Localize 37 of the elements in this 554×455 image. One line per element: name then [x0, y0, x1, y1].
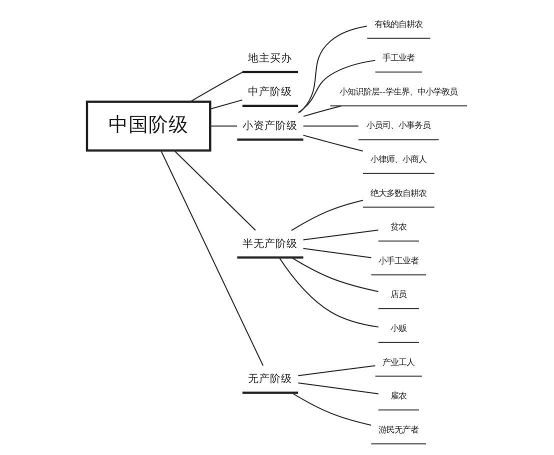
connector: [160, 150, 264, 366]
connector: [298, 60, 376, 114]
node-text: 产业工人: [382, 356, 415, 367]
node-text: 小员司、小事务员: [366, 120, 431, 130]
connector: [278, 257, 378, 328]
node-text: 有钱的自耕农: [374, 18, 423, 29]
node-text: 小律师、小商人: [370, 154, 427, 164]
node-text: 小知识阶层--学生界、中小学教员: [340, 86, 458, 96]
connector: [210, 126, 237, 127]
connector: [303, 134, 363, 152]
node-text: 手工业者: [382, 52, 415, 63]
node-text: 店员: [390, 289, 407, 300]
connector: [291, 200, 364, 231]
node-text: 贫农: [390, 222, 407, 232]
node-box: 中国阶级: [86, 100, 212, 152]
connector: [299, 26, 367, 113]
node-text: 半无产阶级: [242, 238, 298, 250]
connector: [190, 72, 243, 102]
node-text: 小贩: [390, 322, 407, 333]
connector: [303, 230, 378, 240]
connector: [298, 382, 378, 394]
connector: [291, 392, 372, 426]
connector: [303, 126, 358, 127]
node-text: 绝大多数自耕农: [370, 188, 427, 198]
connector: [174, 150, 256, 231]
node-text: 小资产阶级: [242, 120, 298, 132]
node-text: 雇农: [390, 390, 407, 401]
node-text: 地主买办: [248, 52, 292, 64]
connector: [298, 365, 376, 376]
node-text: 小手工业者: [378, 255, 419, 266]
node-text: 中产阶级: [248, 86, 292, 98]
connector: [303, 105, 342, 117]
connector: [291, 257, 378, 292]
node-text: 游民无产者: [378, 424, 419, 434]
connector: [210, 99, 242, 110]
node-text: 无产阶级: [248, 372, 292, 385]
connector: [303, 248, 372, 258]
